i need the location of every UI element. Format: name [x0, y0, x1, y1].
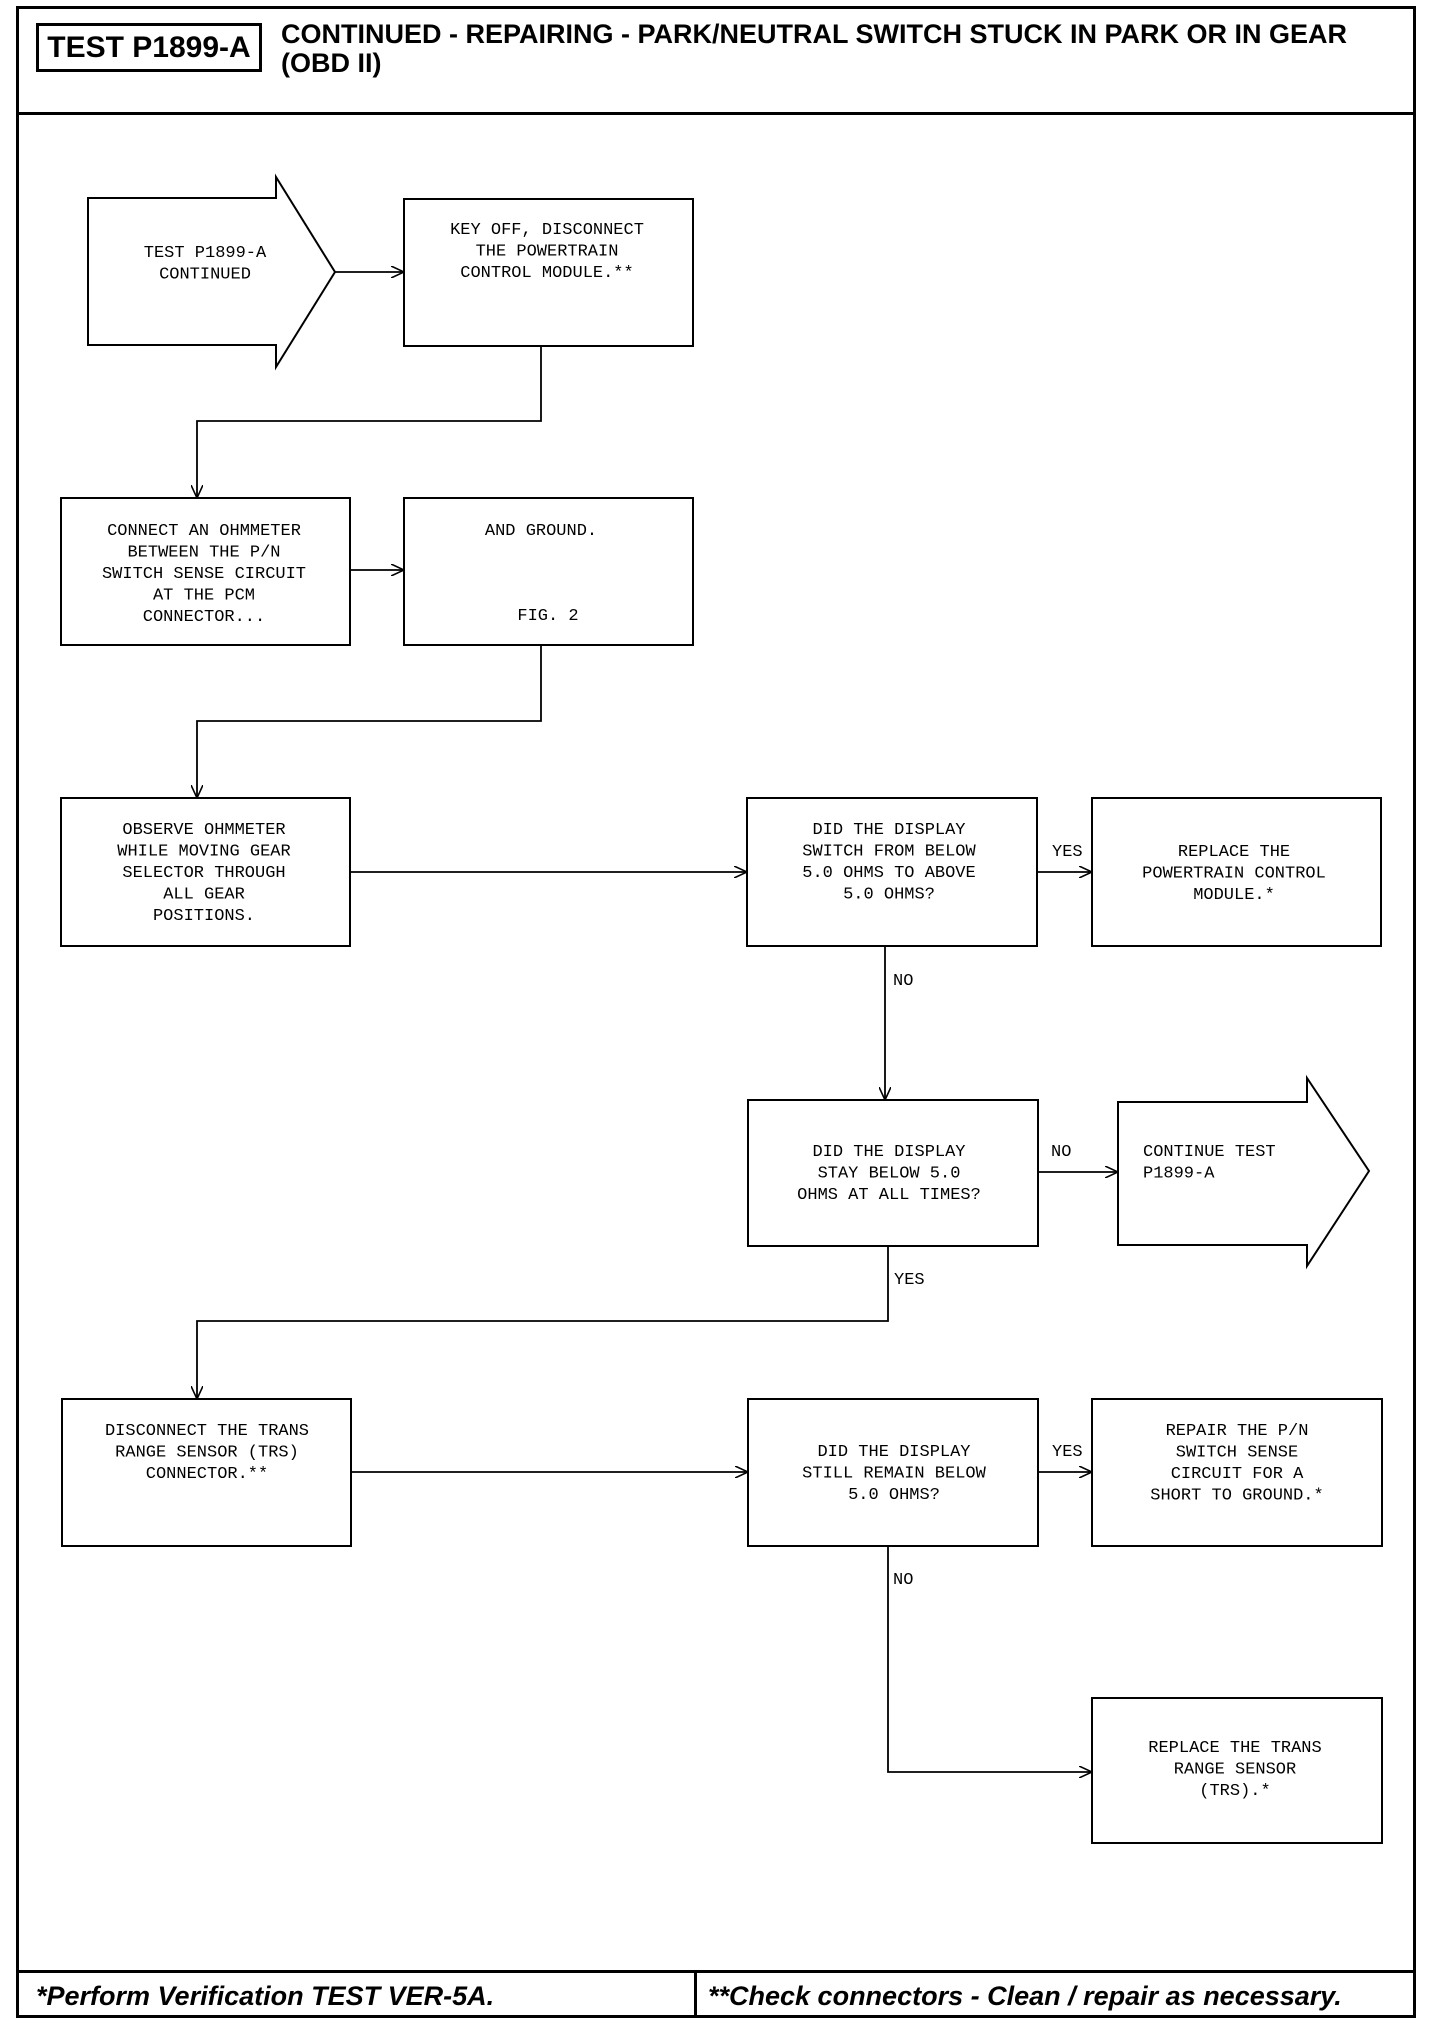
- fig-reference: FIG. 2: [517, 607, 578, 626]
- decision-3-box: [747, 1398, 1039, 1547]
- replace-pcm-box: [1091, 797, 1382, 947]
- connector-ground-observe: [197, 645, 542, 798]
- start-arrow-text-line: TEST P1899-A: [144, 244, 267, 263]
- key-off-text: KEY OFF, DISCONNECT THE POWERTRAIN CONTROL…: [450, 221, 644, 283]
- start-arrow-text-line: CONTINUED: [159, 266, 251, 285]
- footer-verification-note: *Perform Verification TEST VER-5A.: [36, 1981, 495, 2011]
- key-off-text-line: THE POWERTRAIN: [476, 243, 619, 262]
- observe-ohmmeter-text-line: OBSERVE OHMMETER: [122, 821, 285, 840]
- observe-ohmmeter-text-line: SELECTOR THROUGH: [122, 864, 285, 883]
- q2-no-label: NO: [1051, 1143, 1071, 1162]
- decision-3-text-line: DID THE DISPLAY: [817, 1443, 970, 1462]
- connector-q3-no: [887, 1546, 1092, 1772]
- replace-trs-box: [1091, 1697, 1383, 1844]
- decision-3-text: DID THE DISPLAY STILL REMAIN BELOW 5.0 OHM…: [802, 1443, 986, 1505]
- repair-circuit-text-line: CIRCUIT FOR A: [1171, 1465, 1304, 1484]
- replace-pcm-text-line: POWERTRAIN CONTROL: [1142, 865, 1326, 884]
- connector-q2-yes: [197, 1246, 889, 1399]
- connector-keyoff-connect: [197, 346, 542, 498]
- decision-1-text-line: DID THE DISPLAY: [812, 821, 965, 840]
- replace-trs-text: REPLACE THE TRANS RANGE SENSOR (TRS).*: [1148, 1739, 1321, 1801]
- observe-ohmmeter-text-line: WHILE MOVING GEAR: [117, 843, 290, 862]
- decision-1-text-line: 5.0 OHMS?: [843, 886, 935, 905]
- page-title: CONTINUED - REPAIRING - PARK/NEUTRAL SWI…: [281, 19, 1347, 78]
- connect-ohmmeter-text-line: BETWEEN THE P/N: [127, 544, 280, 563]
- observe-ohmmeter-text: OBSERVE OHMMETER WHILE MOVING GEAR SELECTO…: [117, 821, 290, 926]
- decision-2-box: [747, 1099, 1039, 1247]
- decision-1-text: DID THE DISPLAY SWITCH FROM BELOW 5.0 OHMS…: [802, 821, 976, 905]
- disconnect-trs-text-line: RANGE SENSOR (TRS): [115, 1444, 299, 1463]
- disconnect-trs-text: DISCONNECT THE TRANS RANGE SENSOR (TRS) CO…: [105, 1422, 309, 1484]
- disconnect-trs-text-line: DISCONNECT THE TRANS: [105, 1422, 309, 1441]
- decision-2-text-line: OHMS AT ALL TIMES?: [797, 1186, 981, 1205]
- continue-arrow-text-line: CONTINUE TEST: [1143, 1143, 1276, 1162]
- connect-ohmmeter-text-line: SWITCH SENSE CIRCUIT: [102, 565, 306, 584]
- replace-pcm-text-line: MODULE.*: [1193, 886, 1275, 905]
- footer-divider: [694, 1973, 697, 2018]
- decision-1-text-line: 5.0 OHMS TO ABOVE: [802, 864, 975, 883]
- q3-yes-label: YES: [1052, 1443, 1083, 1462]
- key-off-text-line: KEY OFF, DISCONNECT: [450, 221, 644, 240]
- connect-ohmmeter-text: CONNECT AN OHMMETER BETWEEN THE P/N SWITCH…: [102, 522, 306, 627]
- connect-ohmmeter-text-line: CONNECT AN OHMMETER: [107, 522, 301, 541]
- decision-2-text-line: DID THE DISPLAY: [812, 1143, 965, 1162]
- decision-3-text-line: STILL REMAIN BELOW: [802, 1465, 986, 1484]
- observe-ohmmeter-text-line: ALL GEAR: [163, 886, 245, 905]
- start-arrow-text: TEST P1899-A CONTINUED: [144, 244, 267, 285]
- connect-ohmmeter-text-line: CONNECTOR...: [143, 608, 265, 627]
- continue-arrow-shape: [1117, 1074, 1371, 1270]
- disconnect-trs-box: [61, 1398, 352, 1547]
- repair-circuit-text-line: SHORT TO GROUND.*: [1150, 1487, 1323, 1506]
- decision-1-box: [746, 797, 1038, 947]
- connect-ohmmeter-text-line: AT THE PCM: [153, 587, 255, 606]
- decision-1-text-line: SWITCH FROM BELOW: [802, 843, 976, 862]
- start-arrow-shape: [87, 173, 337, 371]
- key-off-text-line: CONTROL MODULE.**: [460, 264, 633, 283]
- repair-circuit-box: [1091, 1398, 1383, 1547]
- disconnect-trs-text-line: CONNECTOR.**: [146, 1465, 268, 1484]
- q2-yes-label: YES: [894, 1271, 925, 1290]
- replace-pcm-text: REPLACE THE POWERTRAIN CONTROL MODULE.*: [1142, 843, 1326, 905]
- repair-circuit-text: REPAIR THE P/N SWITCH SENSE CIRCUIT FOR A S…: [1150, 1422, 1323, 1506]
- and-ground-text: AND GROUND.: [485, 522, 597, 541]
- replace-pcm-text-line: REPLACE THE: [1178, 843, 1290, 862]
- continue-arrow-text-line: P1899-A: [1143, 1165, 1215, 1184]
- continue-arrow-text: CONTINUE TEST P1899-A: [1143, 1143, 1276, 1184]
- q1-no-label: NO: [893, 972, 913, 991]
- connect-ohmmeter-box: [60, 497, 351, 646]
- header: TEST P1899-A CONTINUED - REPAIRING - PAR…: [16, 6, 1416, 115]
- q1-yes-label: YES: [1052, 843, 1083, 862]
- decision-3-text-line: 5.0 OHMS?: [848, 1486, 940, 1505]
- decision-2-text-line: STAY BELOW 5.0: [818, 1165, 961, 1184]
- repair-circuit-text-line: SWITCH SENSE: [1176, 1444, 1298, 1463]
- observe-ohmmeter-text-line: POSITIONS.: [153, 907, 255, 926]
- footer-connectors-note: **Check connectors - Clean / repair as n…: [708, 1981, 1342, 2011]
- replace-trs-text-line: RANGE SENSOR: [1174, 1761, 1296, 1780]
- and-ground-text-line: AND GROUND.: [485, 522, 597, 541]
- q3-no-label: NO: [893, 1571, 913, 1590]
- footer: *Perform Verification TEST VER-5A. **Che…: [16, 1970, 1416, 2018]
- test-id-box: TEST P1899-A: [36, 23, 262, 72]
- replace-trs-text-line: REPLACE THE TRANS: [1148, 1739, 1321, 1758]
- observe-ohmmeter-box: [60, 797, 351, 947]
- key-off-box: [403, 198, 694, 347]
- repair-circuit-text-line: REPAIR THE P/N: [1166, 1422, 1309, 1441]
- replace-trs-text-line: (TRS).*: [1199, 1782, 1270, 1801]
